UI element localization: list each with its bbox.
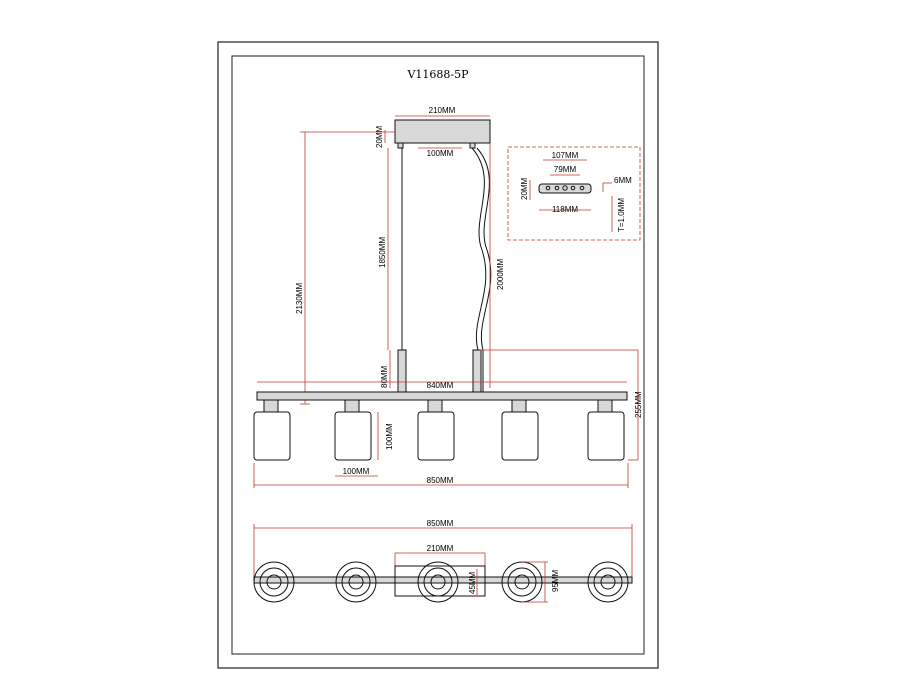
top-view-bar — [253, 576, 633, 584]
bracket-detail-box — [507, 146, 641, 241]
dim-wire-length: 1850MM — [378, 237, 387, 268]
dim-top-total-width: 850MM — [427, 519, 454, 528]
dim-fixture-height: 255MM — [634, 391, 643, 418]
bracket-hole-length: 79MM — [554, 165, 577, 174]
dim-overall-height: 2130MM — [295, 283, 304, 314]
dim-canopy-inner: 100MM — [427, 149, 454, 158]
dim-top-outer-diam: 95MM — [551, 569, 560, 592]
dim-canopy-width: 210MM — [429, 106, 456, 115]
top-shade-5 — [587, 561, 629, 603]
top-shade-3 — [417, 561, 459, 603]
dim-total-width: 850MM — [427, 476, 454, 485]
mounting-bracket — [538, 183, 592, 194]
bracket-total-length: 118MM — [552, 205, 578, 214]
canopy — [394, 119, 491, 144]
dim-canopy-height: 20MM — [375, 125, 384, 148]
dim-top-inner-diam: 45MM — [468, 571, 477, 594]
dim-shade-height: 100MM — [385, 423, 394, 450]
outer-frame — [217, 41, 659, 669]
dim-shade-width: 100MM — [343, 467, 370, 476]
shade-1 — [253, 399, 291, 461]
power-cable — [471, 147, 487, 395]
bracket-hole: 6MM — [614, 176, 632, 185]
bracket-height: 20MM — [520, 177, 529, 200]
mounting-bar — [256, 391, 628, 401]
bracket-thickness: T=1.0MM — [617, 198, 626, 232]
dim-top-canopy: 210MM — [427, 544, 454, 553]
model-title: V11688-5P — [406, 68, 469, 81]
shade-2 — [334, 399, 372, 461]
shade-5 — [587, 399, 625, 461]
shade-4 — [501, 399, 539, 461]
dim-drop-rod: 80MM — [380, 365, 389, 388]
top-shade-1 — [253, 561, 295, 603]
dim-bar-length: 840MM — [427, 381, 454, 390]
dim-cable-length: 2000MM — [496, 259, 505, 290]
drop-rod — [397, 349, 407, 393]
inner-frame — [231, 55, 645, 655]
top-shade-2 — [335, 561, 377, 603]
shade-3 — [417, 399, 455, 461]
bracket-outer-length: 107MM — [552, 151, 579, 160]
